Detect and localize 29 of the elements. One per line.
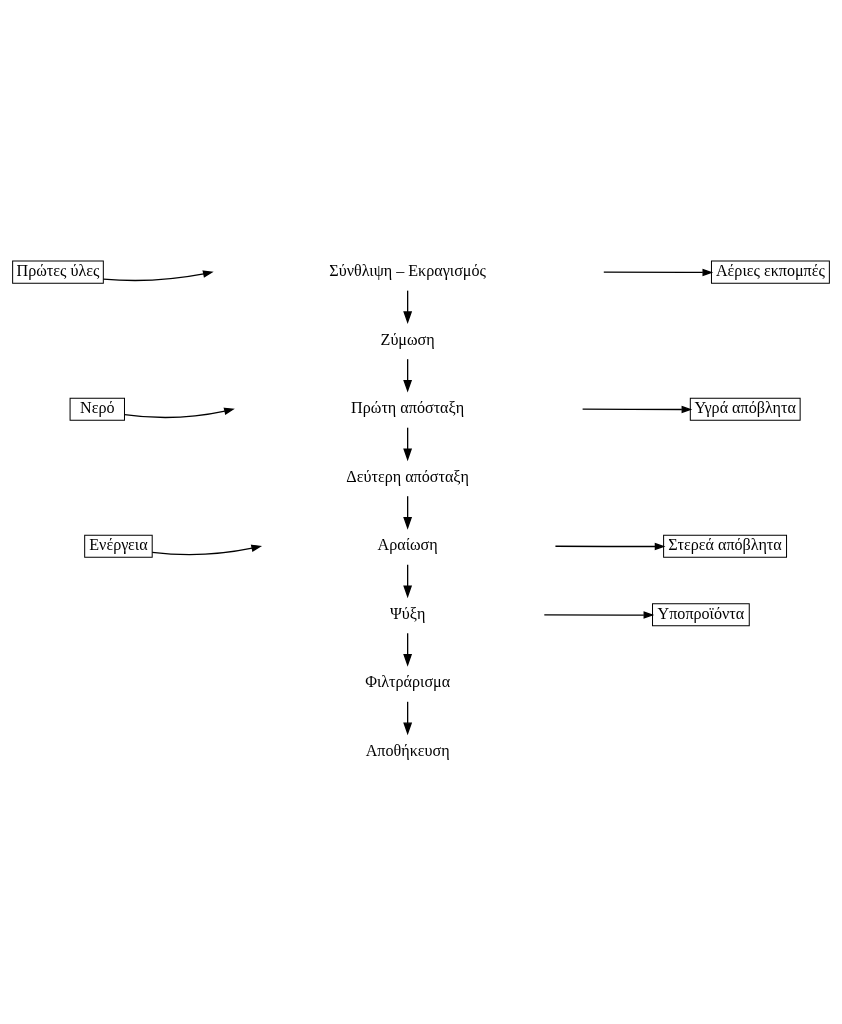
arrow <box>403 427 413 462</box>
arrow <box>403 564 413 599</box>
arrow <box>403 358 413 393</box>
node-box: Νερό <box>69 397 125 421</box>
node-text: Σύνθλιψη – Εκραγισμός <box>329 262 486 279</box>
arrow <box>151 544 263 556</box>
node-box: Αέριες εκπομπές <box>710 260 830 284</box>
node-text: Πρώτη απόσταξη <box>351 399 465 417</box>
node-text: Ζύμωση <box>380 330 435 348</box>
node-text: Δεύτερη απόσταξη <box>346 467 469 485</box>
arrow <box>102 270 214 282</box>
arrow <box>403 290 413 325</box>
node-text: Αποθήκευση <box>365 741 450 759</box>
arrow <box>403 701 413 736</box>
node-box: Υγρά απόβλητα <box>689 397 801 421</box>
arrow <box>581 405 693 414</box>
node-box: Πρώτες ύλες <box>12 260 104 284</box>
arrow <box>403 495 413 530</box>
node-box: Ενέργεια <box>84 534 153 558</box>
arrow <box>403 632 413 667</box>
arrow <box>543 611 655 619</box>
node-text: Φιλτράρισμα <box>365 673 451 691</box>
arrow <box>603 268 714 277</box>
node-text: Αραίωση <box>377 536 438 554</box>
node-box: Στερεά απόβλητα <box>663 534 788 558</box>
arrow <box>124 407 235 419</box>
arrow <box>554 542 666 551</box>
node-text: Ψύξη <box>389 604 426 622</box>
node-box: Υποπροϊόντα <box>652 603 750 627</box>
